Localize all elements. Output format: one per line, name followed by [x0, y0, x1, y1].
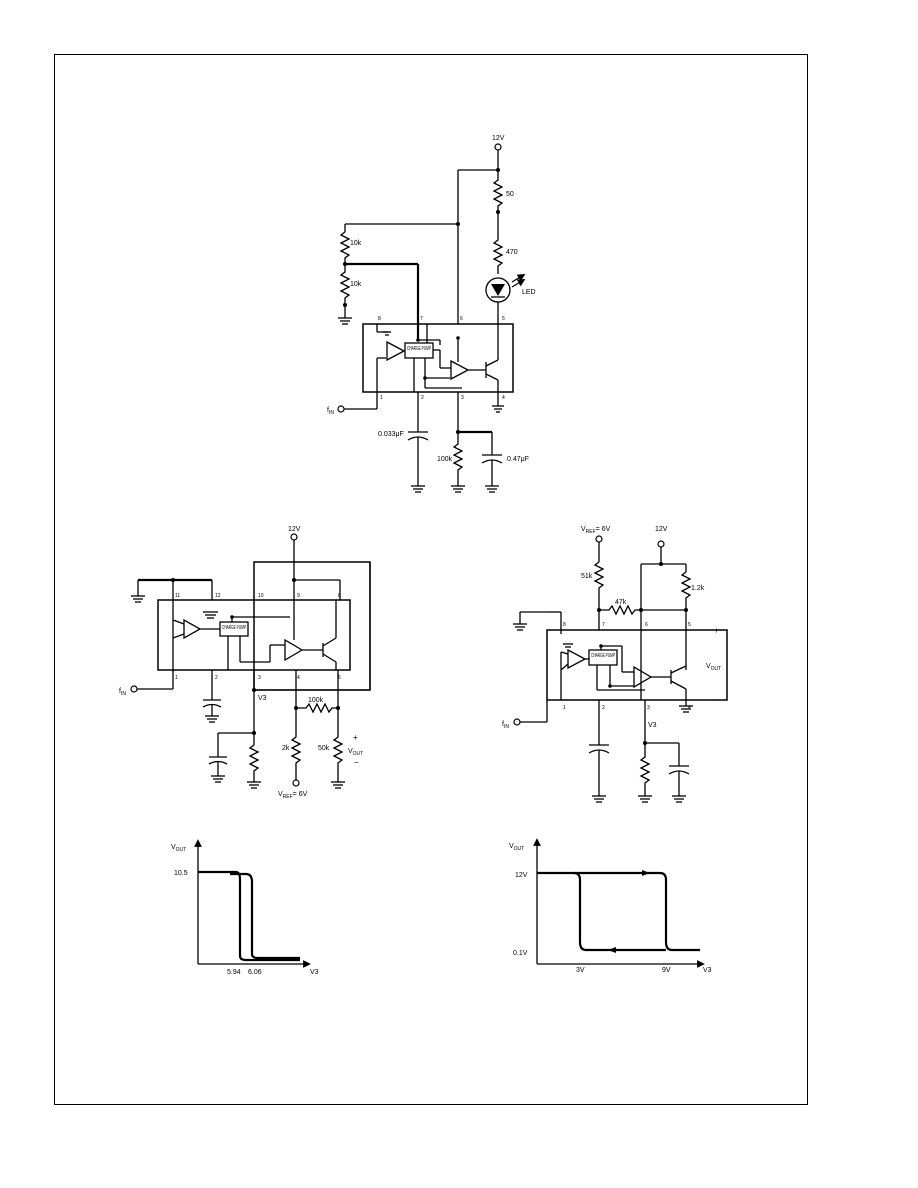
left-input-label: fIN — [119, 688, 126, 697]
opamp-output-icon — [633, 665, 653, 689]
ic-lm2907-top — [362, 323, 514, 393]
svg-text:8: 8 — [378, 316, 381, 322]
svg-text:1: 1 — [563, 705, 566, 711]
svg-text:CHARGE PUMP: CHARGE PUMP — [407, 346, 431, 352]
ic-lm2907-right — [546, 629, 728, 701]
svg-text:5: 5 — [338, 675, 341, 681]
page-frame — [54, 54, 808, 1105]
top-supply-label: 12V — [492, 135, 505, 142]
svg-text:−: − — [714, 696, 719, 705]
svg-text:V3: V3 — [258, 695, 267, 702]
svg-text:12: 12 — [215, 593, 221, 599]
svg-text:4: 4 — [297, 675, 300, 681]
svg-text:7: 7 — [420, 316, 423, 322]
svg-text:10.5: 10.5 — [174, 870, 188, 877]
svg-text:+: + — [353, 733, 358, 742]
svg-text:470: 470 — [506, 249, 518, 256]
opamp-comparator-icon — [567, 648, 587, 670]
svg-text:0.1V: 0.1V — [513, 950, 528, 957]
frequency-switch-circuit-right: VREF= 6V 12V 51k 47k 1.2k 8 7 6 5 1 2 3 … — [502, 526, 728, 803]
opamp-output-icon — [284, 638, 304, 662]
top-input-label: fIN — [327, 407, 334, 416]
svg-text:10: 10 — [258, 593, 264, 599]
opamp-output-icon — [450, 359, 470, 381]
svg-text:1: 1 — [175, 675, 178, 681]
svg-text:−: − — [354, 758, 359, 767]
svg-text:V3: V3 — [703, 967, 712, 974]
charge-pump-block — [588, 649, 618, 666]
svg-text:3: 3 — [258, 675, 261, 681]
svg-text:9V: 9V — [662, 967, 671, 974]
svg-text:6: 6 — [645, 622, 648, 628]
svg-text:5: 5 — [688, 622, 691, 628]
right-graph-ylabel: VOUT — [509, 843, 524, 852]
svg-text:2: 2 — [602, 705, 605, 711]
vout-vs-v3-graph-left: VOUT 10.5 V3 5.94 6.06 — [171, 839, 319, 976]
svg-text:1.2k: 1.2k — [691, 585, 705, 592]
svg-text:4: 4 — [688, 705, 691, 711]
resistor-10k-a — [339, 231, 351, 264]
svg-text:6.06: 6.06 — [248, 969, 262, 976]
left-graph-ylabel: VOUT — [171, 844, 186, 853]
svg-text:2k: 2k — [282, 745, 290, 752]
svg-text:10k: 10k — [350, 240, 362, 247]
left-vref-label: VREF= 6V — [278, 791, 308, 800]
charge-pump-block — [219, 621, 249, 637]
svg-text:50k: 50k — [318, 745, 330, 752]
svg-text:V3: V3 — [310, 969, 319, 976]
svg-text:3: 3 — [647, 705, 650, 711]
resistor-100k — [452, 432, 464, 486]
svg-text:2: 2 — [215, 675, 218, 681]
svg-text:51k: 51k — [581, 573, 593, 580]
resistor-470 — [492, 236, 504, 274]
led-tachometer-circuit: 12V 50 470 LED 10k 10k — [327, 135, 536, 493]
svg-text:47k: 47k — [615, 599, 627, 606]
resistor-100k-left — [296, 702, 338, 714]
svg-text:7: 7 — [602, 622, 605, 628]
svg-text:8: 8 — [563, 622, 566, 628]
svg-text:100k: 100k — [308, 697, 324, 704]
resistor-47k — [599, 604, 641, 616]
resistor-50 — [492, 170, 504, 212]
right-vout-label: VOUT — [706, 663, 721, 672]
svg-text:3: 3 — [461, 395, 464, 401]
svg-text:+: + — [714, 626, 719, 635]
svg-text:9: 9 — [297, 593, 300, 599]
right-vref-label: VREF= 6V — [581, 526, 611, 535]
led-label: LED — [522, 289, 536, 296]
svg-text:5.94: 5.94 — [227, 969, 241, 976]
svg-text:1: 1 — [380, 395, 383, 401]
resistor-51k — [593, 561, 605, 610]
resistor-1-2k — [680, 571, 692, 610]
svg-text:3V: 3V — [576, 967, 585, 974]
svg-text:4: 4 — [502, 395, 505, 401]
svg-text:12V: 12V — [288, 526, 301, 533]
svg-text:12V: 12V — [655, 526, 668, 533]
svg-text:6: 6 — [460, 316, 463, 322]
svg-text:12V: 12V — [515, 872, 528, 879]
svg-text:5: 5 — [502, 316, 505, 322]
svg-text:CHARGE PUMP: CHARGE PUMP — [222, 625, 246, 631]
svg-text:V3: V3 — [648, 722, 657, 729]
svg-text:CHARGE PUMP: CHARGE PUMP — [591, 653, 615, 659]
frequency-switch-circuit-left: 12V 11 12 10 9 8 1 2 3 4 5 CHARGE PUMP — [119, 526, 371, 800]
svg-text:100k: 100k — [437, 456, 453, 463]
svg-text:2: 2 — [421, 395, 424, 401]
svg-text:8: 8 — [338, 593, 341, 599]
cap-0033uf-label: 0.033μF — [378, 431, 404, 438]
svg-text:10k: 10k — [350, 281, 362, 288]
right-input-label: fIN — [502, 721, 509, 730]
opamp-comparator-icon — [386, 340, 406, 362]
vout-vs-v3-graph-right: VOUT 12V 0.1V 3V 9V V3 — [509, 838, 712, 974]
svg-text:50: 50 — [506, 191, 514, 198]
cap-047uf-label: 0.47μF — [507, 456, 529, 463]
resistor-10k-b — [339, 264, 351, 305]
left-vout-label: VOUT — [348, 748, 363, 757]
svg-text:11: 11 — [175, 593, 180, 599]
opamp-comparator-icon — [183, 618, 202, 640]
